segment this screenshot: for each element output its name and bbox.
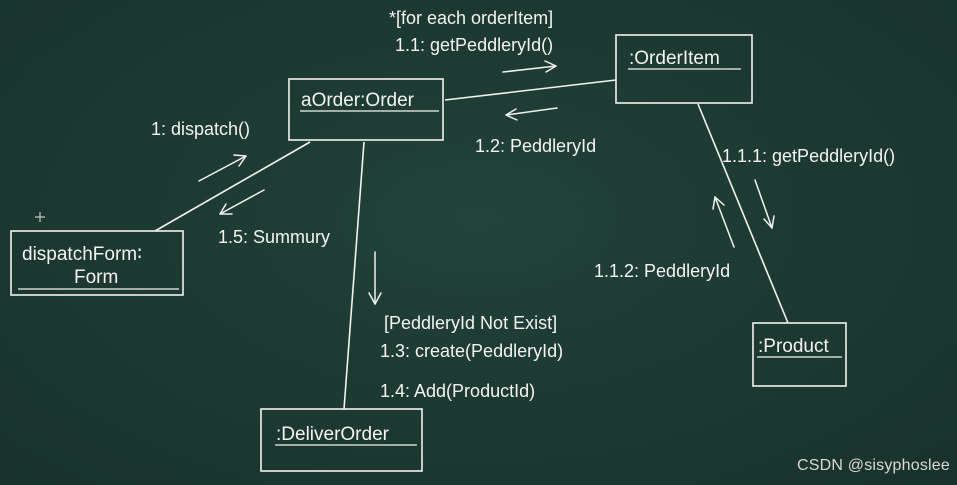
object-dispatchform-label-line1: dispatchForm∶ <box>22 244 142 265</box>
arrow-summury <box>219 189 265 215</box>
arrow-get-peddlery-id <box>502 60 557 73</box>
arrow-dispatch <box>198 154 247 182</box>
object-deliverorder[interactable]: :DeliverOrder <box>260 408 423 472</box>
message-get-peddlery-id: 1.1: getPeddleryId() <box>395 35 553 55</box>
cursor-crosshair-icon <box>35 212 45 222</box>
message-summury: 1.5: Summury <box>218 227 330 247</box>
link-order-deliverorder <box>343 141 365 410</box>
message-dispatch: 1: dispatch() <box>151 119 250 139</box>
object-order[interactable]: aOrder:Order <box>288 78 444 141</box>
link-order-orderitem <box>444 79 617 101</box>
watermark: CSDN @sisyphoslee <box>796 457 950 474</box>
message-peddlery-id-nested-return: 1.1.2: PeddleryId <box>594 261 730 281</box>
arrow-peddlery-id-nested-return <box>712 196 735 248</box>
object-dispatchform-label-line2: Form <box>74 267 118 288</box>
arrow-get-peddlery-id-nested <box>754 179 775 229</box>
object-orderitem-label: :OrderItem <box>629 48 720 69</box>
guard-for-each: *[for each orderItem] <box>389 8 553 28</box>
message-add: 1.4: Add(ProductId) <box>380 381 535 401</box>
message-peddlery-id-return: 1.2: PeddleryId <box>475 136 596 156</box>
guard-not-exist: [PeddleryId Not Exist] <box>384 313 557 333</box>
message-create: 1.3: create(PeddleryId) <box>380 341 563 361</box>
arrow-peddlery-id-return <box>505 107 558 121</box>
link-order-dispatchform <box>154 141 311 232</box>
object-order-label: aOrder:Order <box>301 90 415 111</box>
object-product-label: :Product <box>758 336 829 357</box>
object-dispatchform[interactable]: dispatchForm∶ Form <box>10 230 184 296</box>
link-orderitem-product <box>697 103 789 324</box>
arrow-create <box>368 251 382 305</box>
message-get-peddlery-id-nested: 1.1.1: getPeddleryId() <box>722 146 895 166</box>
object-deliverorder-label: :DeliverOrder <box>276 424 390 445</box>
object-orderitem[interactable]: :OrderItem <box>615 34 753 104</box>
object-product[interactable]: :Product <box>752 322 847 387</box>
